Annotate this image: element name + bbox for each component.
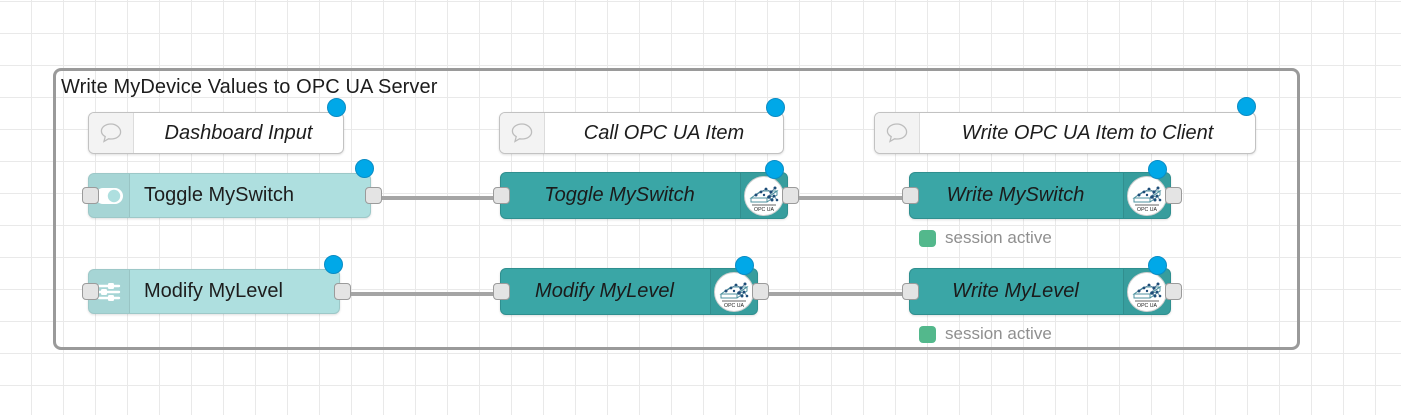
output-port[interactable]: [334, 283, 351, 300]
input-port[interactable]: [902, 187, 919, 204]
input-port[interactable]: [82, 283, 99, 300]
svg-text:OPC UA: OPC UA: [754, 207, 774, 213]
changed-indicator-dot: [327, 98, 346, 117]
comment-bubble-icon: [89, 113, 134, 153]
comment-label: Dashboard Input: [164, 121, 313, 144]
node-label: Write MyLevel: [952, 280, 1079, 302]
status-session-active-level: session active: [919, 324, 1052, 344]
status-text: session active: [945, 324, 1052, 343]
input-port[interactable]: [493, 187, 510, 204]
opc-ua-logo-icon: OPC UA: [1123, 173, 1170, 218]
node-toggle-myswitch-input[interactable]: Toggle MySwitch: [88, 173, 371, 218]
node-toggle-myswitch-opcua[interactable]: Toggle MySwitch: [500, 172, 788, 219]
wire-level-call-to-write[interactable]: [756, 292, 910, 296]
toggle-switch-icon: [89, 174, 130, 217]
wire-toggle-input-to-call[interactable]: [378, 196, 500, 200]
input-port[interactable]: [82, 187, 99, 204]
output-port[interactable]: [782, 187, 799, 204]
comment-label: Call OPC UA Item: [583, 121, 745, 144]
changed-indicator-dot: [1148, 160, 1167, 179]
node-label: Modify MyLevel: [535, 280, 674, 302]
node-label: Write MySwitch: [946, 184, 1085, 206]
wire-toggle-call-to-write[interactable]: [786, 196, 908, 200]
node-group-label: Write MyDevice Values to OPC UA Server: [61, 76, 438, 98]
svg-text:OPC UA: OPC UA: [724, 303, 744, 309]
changed-indicator-dot: [1148, 256, 1167, 275]
opc-ua-logo-icon: OPC UA: [710, 269, 757, 314]
svg-text:OPC UA: OPC UA: [1137, 207, 1157, 213]
node-write-mylevel[interactable]: Write MyLevel: [909, 268, 1171, 315]
status-dot-icon: [919, 325, 936, 343]
output-port[interactable]: [752, 283, 769, 300]
changed-indicator-dot: [735, 256, 754, 275]
input-port[interactable]: [493, 283, 510, 300]
output-port[interactable]: [1165, 283, 1182, 300]
changed-indicator-dot: [324, 255, 343, 274]
comment-bubble-icon: [500, 113, 545, 153]
node-group-box[interactable]: [53, 68, 1300, 350]
comment-bubble-icon: [875, 113, 920, 153]
changed-indicator-dot: [765, 160, 784, 179]
input-port[interactable]: [902, 283, 919, 300]
output-port[interactable]: [1165, 187, 1182, 204]
node-modify-mylevel-opcua[interactable]: Modify MyLevel: [500, 268, 758, 315]
comment-label: Write OPC UA Item to Client: [961, 121, 1214, 144]
node-label: Toggle MySwitch: [544, 184, 695, 206]
status-text: session active: [945, 228, 1052, 247]
node-modify-mylevel-input[interactable]: Modify MyLevel: [88, 269, 340, 314]
opc-ua-logo-icon: OPC UA: [1123, 269, 1170, 314]
status-dot-icon: [919, 229, 936, 247]
node-label: Toggle MySwitch: [144, 184, 295, 206]
comment-node-dashboard-input[interactable]: Dashboard Input: [88, 112, 344, 154]
node-write-myswitch[interactable]: Write MySwitch: [909, 172, 1171, 219]
wire-level-input-to-call[interactable]: [346, 292, 504, 296]
comment-node-call-opc-ua-item[interactable]: Call OPC UA Item: [499, 112, 784, 154]
node-label: Modify MyLevel: [144, 280, 283, 302]
output-port[interactable]: [365, 187, 382, 204]
status-session-active-switch: session active: [919, 228, 1052, 248]
opc-ua-logo-icon: OPC UA: [740, 173, 787, 218]
svg-text:OPC UA: OPC UA: [1137, 303, 1157, 309]
changed-indicator-dot: [1237, 97, 1256, 116]
comment-node-write-opc-ua-item-to-client[interactable]: Write OPC UA Item to Client: [874, 112, 1256, 154]
changed-indicator-dot: [355, 159, 374, 178]
changed-indicator-dot: [766, 98, 785, 117]
